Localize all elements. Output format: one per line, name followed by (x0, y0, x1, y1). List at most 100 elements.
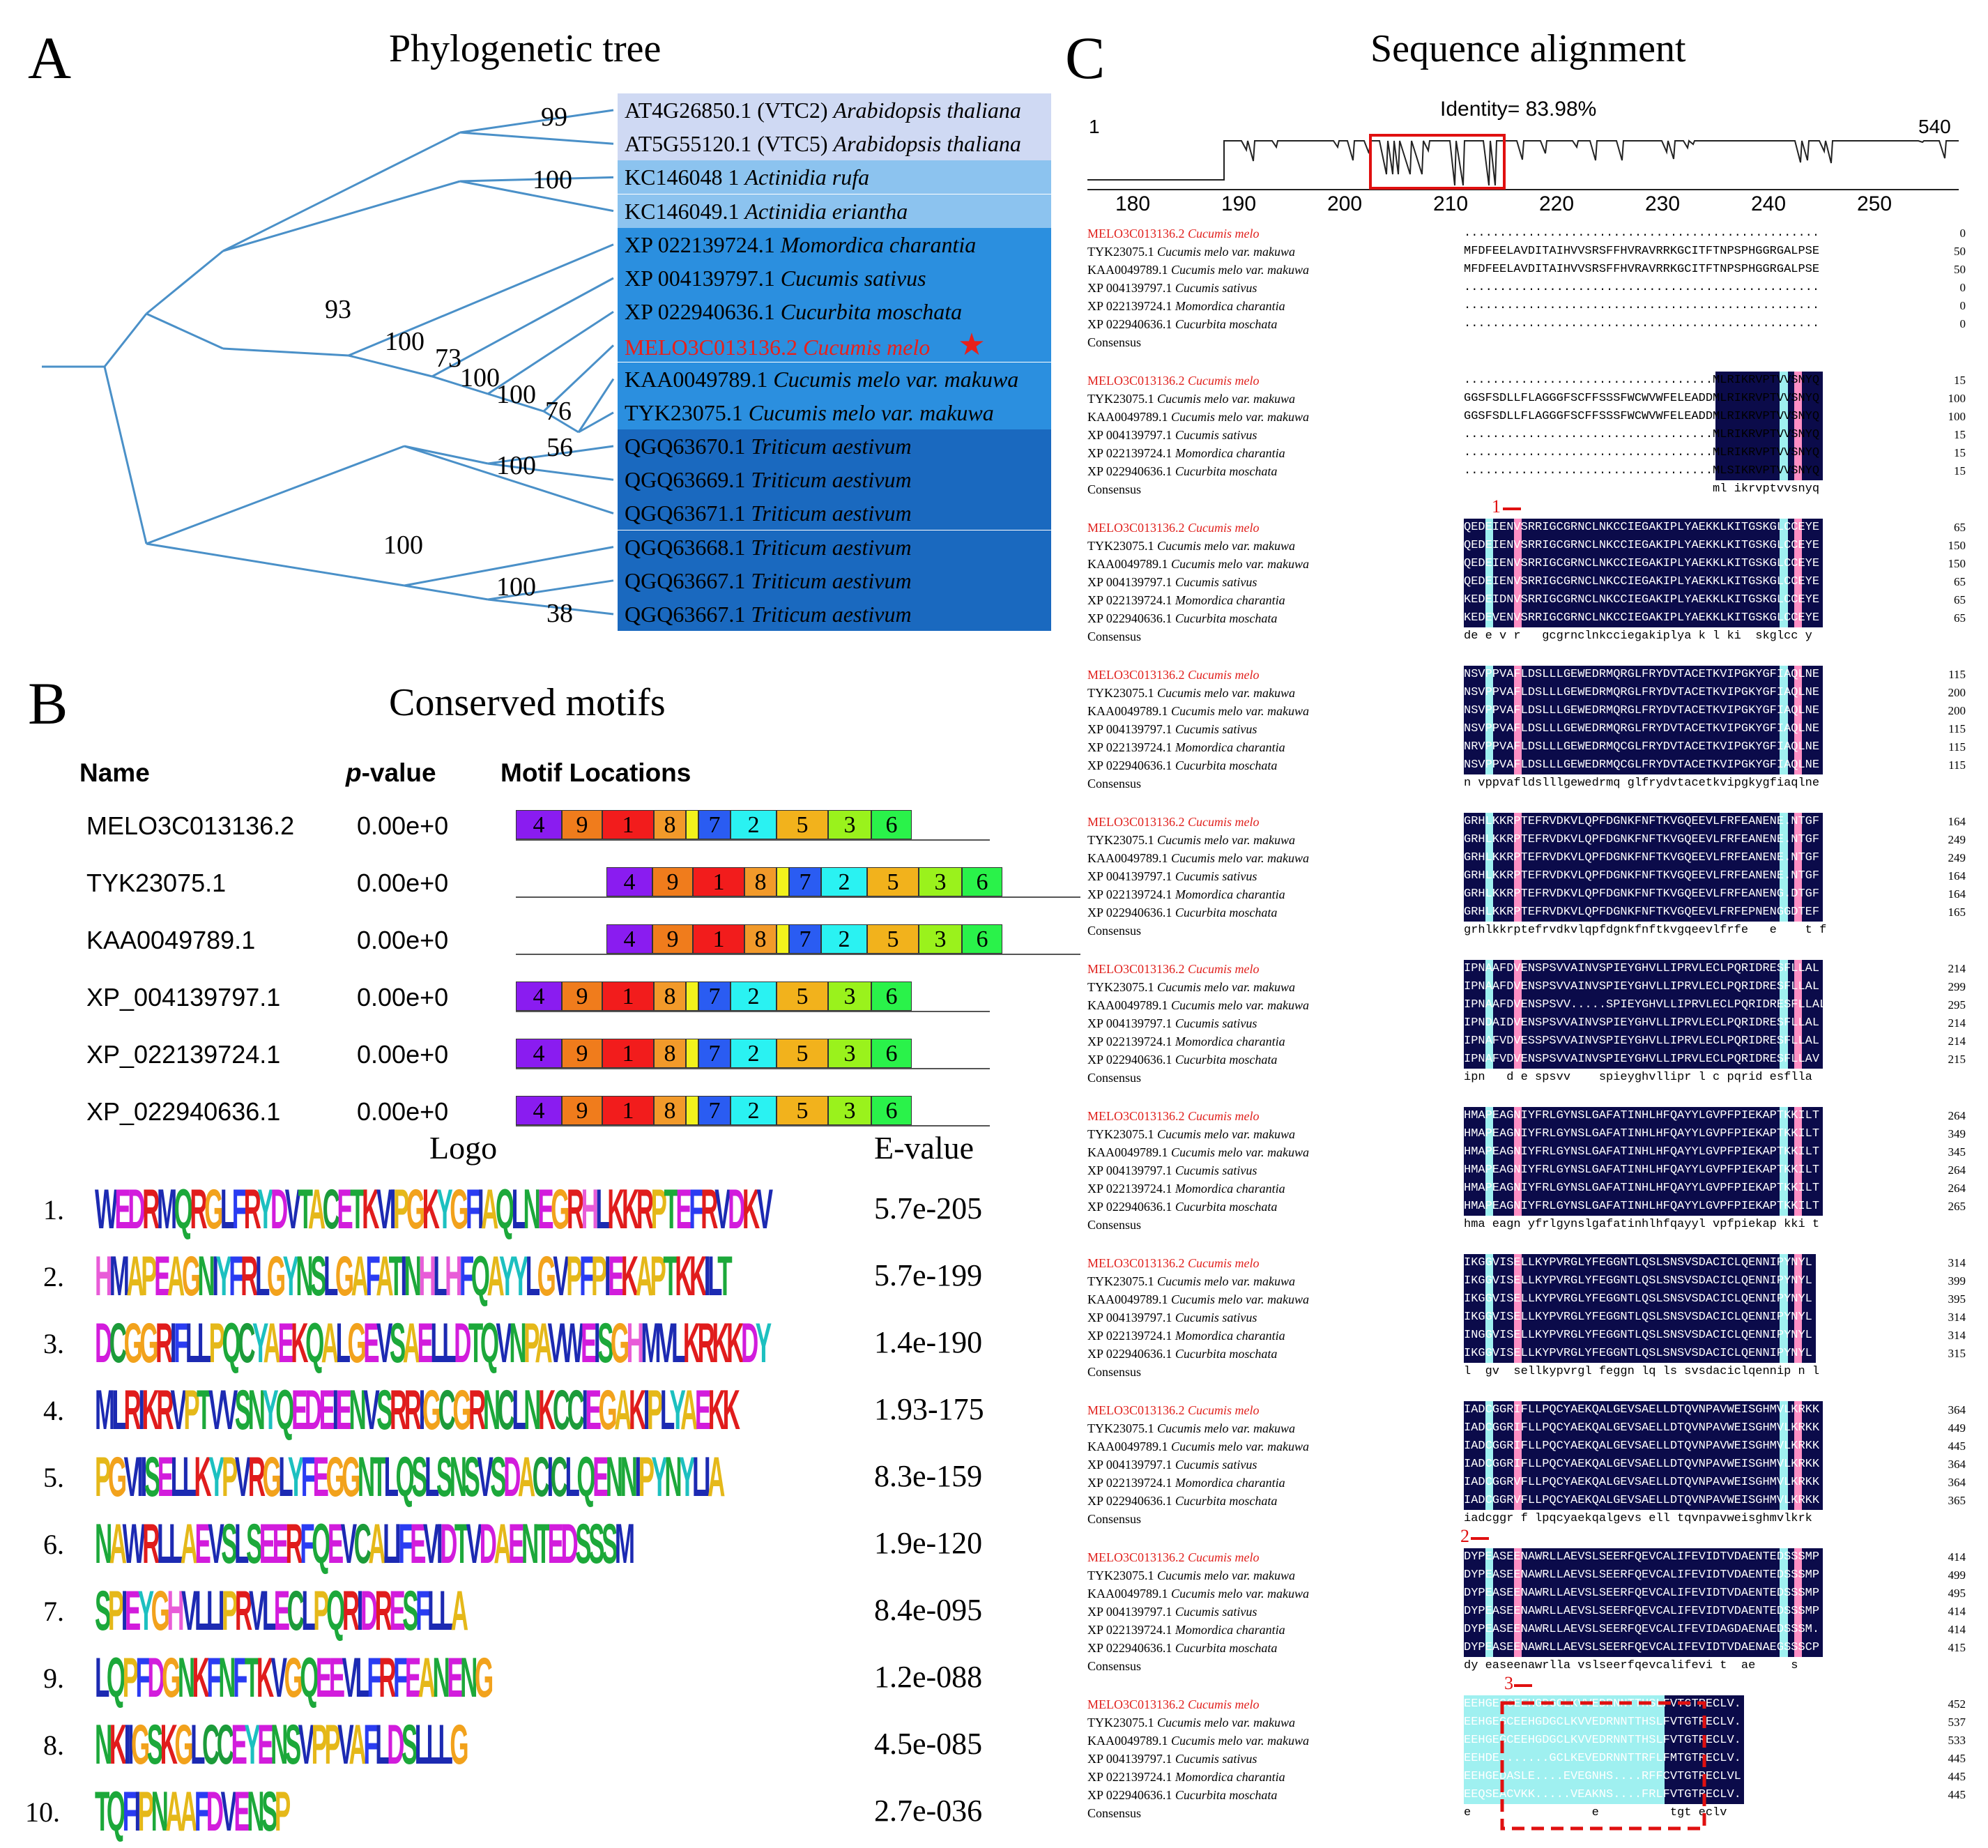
alignment-seq-id: XP 022139724.1 (1087, 593, 1175, 607)
tree-branch (542, 344, 615, 413)
taxon-id: QGQ63669.1 (625, 467, 751, 493)
alignment-seq-species: Cucumis melo var. makuwa (1157, 833, 1295, 847)
alignment-seq: EEHDE.......GCLKEVEDRNNTTRFLFMTGTRECLV. (1464, 1752, 1741, 1765)
alignment-seq-name: MELO3C013136.2 Cucumis melo (1087, 1401, 1260, 1419)
motif-box-10 (686, 1039, 698, 1068)
alignment-position: 449 (1948, 1421, 1966, 1435)
alignment-seq-name: MELO3C013136.2 Cucumis melo (1087, 1548, 1260, 1566)
alignment-seq-species: Cucumis melo var. makuwa (1157, 1568, 1295, 1582)
alignment-seq-id: MELO3C013136.2 (1087, 1403, 1188, 1417)
alignment-seq: ........................................… (1464, 227, 1820, 240)
alignment-seq-name: XP 004139797.1 Cucumis sativus (1087, 720, 1257, 738)
variable-column-shading (1794, 813, 1803, 922)
motif-pvalue: 0.00e+0 (357, 869, 449, 897)
variable-column-shading (1794, 1401, 1803, 1510)
bootstrap-label: 100 (385, 327, 425, 356)
alignment-seq-id: KAA0049789.1 (1087, 1734, 1171, 1748)
consensus-label: Consensus (1087, 1659, 1142, 1673)
alignment-position: 364 (1948, 1458, 1966, 1471)
panel-b-letter: B (28, 670, 68, 737)
consensus-label: Consensus (1087, 335, 1142, 349)
alignment-seq-name: MELO3C013136.2 Cucumis melo (1087, 1254, 1260, 1272)
motif-box-7: 7 (789, 924, 821, 954)
alignment-seq-species: Cucumis melo (1188, 521, 1260, 535)
alignment-seq-species: Cucurbita moschata (1175, 1788, 1278, 1802)
alignment-seq-species: Cucumis sativus (1175, 1016, 1257, 1030)
alignment-position: 264 (1948, 1163, 1966, 1177)
alignment-seq-species: Cucumis sativus (1175, 1605, 1257, 1619)
alignment-seq-id: XP 004139797.1 (1087, 1163, 1175, 1177)
region-marker-bar (1503, 507, 1521, 510)
alignment-seq-species: Cucurbita moschata (1175, 1641, 1278, 1655)
alignment-seq-name: TYK23075.1 Cucumis melo var. makuwa (1087, 1713, 1295, 1732)
motif-box-4: 4 (516, 982, 562, 1011)
motif-box-3: 3 (828, 1096, 871, 1125)
taxon-species: Triticum aestivum (751, 567, 912, 593)
variable-column-shading (1794, 519, 1803, 627)
taxon-species: Cucumis sativus (780, 266, 926, 291)
alignment-seq-name: XP 022139724.1 Momordica charantia (1087, 1474, 1285, 1492)
alignment-position: 200 (1948, 686, 1966, 699)
motif-pvalue: 0.00e+0 (357, 983, 449, 1011)
alignment-seq-id: KAA0049789.1 (1087, 263, 1171, 277)
alignment-seq: EEHGEGCEEHGDGCLKVVEDRNNTTHSLFVTGTRECLV. (1464, 1734, 1741, 1747)
identity-label: Identity= 83.98% (1440, 98, 1597, 121)
motif-box-9: 9 (562, 810, 602, 839)
alignment-seq: DYPEASEENAWRLLAEVSLSEERFQEVCALIFEVIDTVDA… (1464, 1641, 1820, 1654)
alignment-seq-species: Cucumis melo var. makuwa (1171, 1440, 1309, 1453)
alignment-seq-species: Cucumis melo (1188, 1550, 1260, 1564)
alignment-seq-species: Momordica charantia (1175, 1476, 1285, 1490)
alignment-seq-id: XP 004139797.1 (1087, 1311, 1175, 1324)
alignment-position: 499 (1948, 1568, 1966, 1582)
alignment-position: 100 (1948, 392, 1966, 405)
alignment-seq-species: Cucumis melo var. makuwa (1157, 245, 1295, 259)
alignment-seq-name: KAA0049789.1 Cucumis melo var. makuwa (1087, 702, 1309, 720)
taxon-id: QGQ63667.1 (625, 602, 751, 627)
alignment-position: 314 (1948, 1256, 1966, 1269)
alignment-position: 15 (1954, 374, 1966, 387)
alignment-seq-name: MELO3C013136.2 Cucumis melo (1087, 960, 1260, 978)
panel-a-letter: A (28, 24, 72, 91)
alignment-seq-name: KAA0049789.1 Cucumis melo var. makuwa (1087, 1584, 1309, 1603)
consensus-seq: hma eagn yfrlgynslgafatinhlhfqayyl vpfpi… (1464, 1218, 1820, 1231)
variable-column-shading (1514, 1401, 1522, 1510)
logo-index: 8. (43, 1729, 64, 1761)
taxon-row: QGQ63667.1 Triticum aestivum (618, 597, 1051, 631)
alignment-seq-name: MELO3C013136.2 Cucumis melo (1087, 1107, 1260, 1125)
alignment-position: 150 (1948, 557, 1966, 570)
motif-box-7: 7 (698, 810, 731, 839)
region-marker-bar (1471, 1537, 1489, 1540)
alignment-seq-id: MELO3C013136.2 (1087, 668, 1188, 682)
alignment-block: MELO3C013136.2 Cucumis melo.............… (1087, 224, 1980, 372)
alignment-position: 0 (1959, 227, 1966, 240)
alignment-seq-name: KAA0049789.1 Cucumis melo var. makuwa (1087, 1143, 1309, 1161)
logo-index: 10. (25, 1796, 60, 1828)
alignment-seq-id: KAA0049789.1 (1087, 1292, 1171, 1306)
alignment-position: 0 (1959, 299, 1966, 312)
alignment-seq-name: KAA0049789.1 Cucumis melo var. makuwa (1087, 408, 1309, 426)
alignment-seq: DYPEASEENAWRLLAEVSLSEERFQEVCALIFEVIDTVDA… (1464, 1605, 1820, 1618)
alignment-position: 165 (1948, 906, 1966, 919)
bootstrap-label: 100 (533, 165, 572, 194)
logo-evalue: 2.7e-036 (874, 1794, 983, 1828)
alignment-seq-id: MELO3C013136.2 (1087, 374, 1188, 388)
alignment-seq-name: XP 004139797.1 Cucumis sativus (1087, 426, 1257, 444)
pvalue-suffix: -value (361, 758, 436, 787)
taxon-id: TYK23075.1 (625, 399, 749, 425)
motif-box-5: 5 (777, 1096, 828, 1125)
consensus-label: Consensus (1087, 777, 1142, 791)
motif-box-3: 3 (919, 924, 962, 954)
alignment-seq: IPNAAFDVENSPSVV.....SPIEYGHVLLIPRVLECLPQ… (1464, 998, 1827, 1011)
range-end: 540 (1918, 116, 1951, 137)
alignment-seq-id: TYK23075.1 (1087, 1716, 1157, 1729)
bootstrap-label: 100 (460, 363, 500, 392)
motif-seq-name: XP_022139724.1 (86, 1040, 281, 1069)
taxon-species: Triticum aestivum (751, 534, 912, 560)
alignment-position: 399 (1948, 1274, 1966, 1288)
alignment-seq: NSVPPVAFLDSLLLGEWEDRMQRGLFRYDVTACETKVIPG… (1464, 722, 1820, 735)
alignment-seq-species: Cucumis melo var. makuwa (1171, 704, 1309, 718)
alignment-seq: IPNDAIDVENSPSVVAINVSPIEYGHVLLIPRVLECLPQR… (1464, 1016, 1820, 1030)
